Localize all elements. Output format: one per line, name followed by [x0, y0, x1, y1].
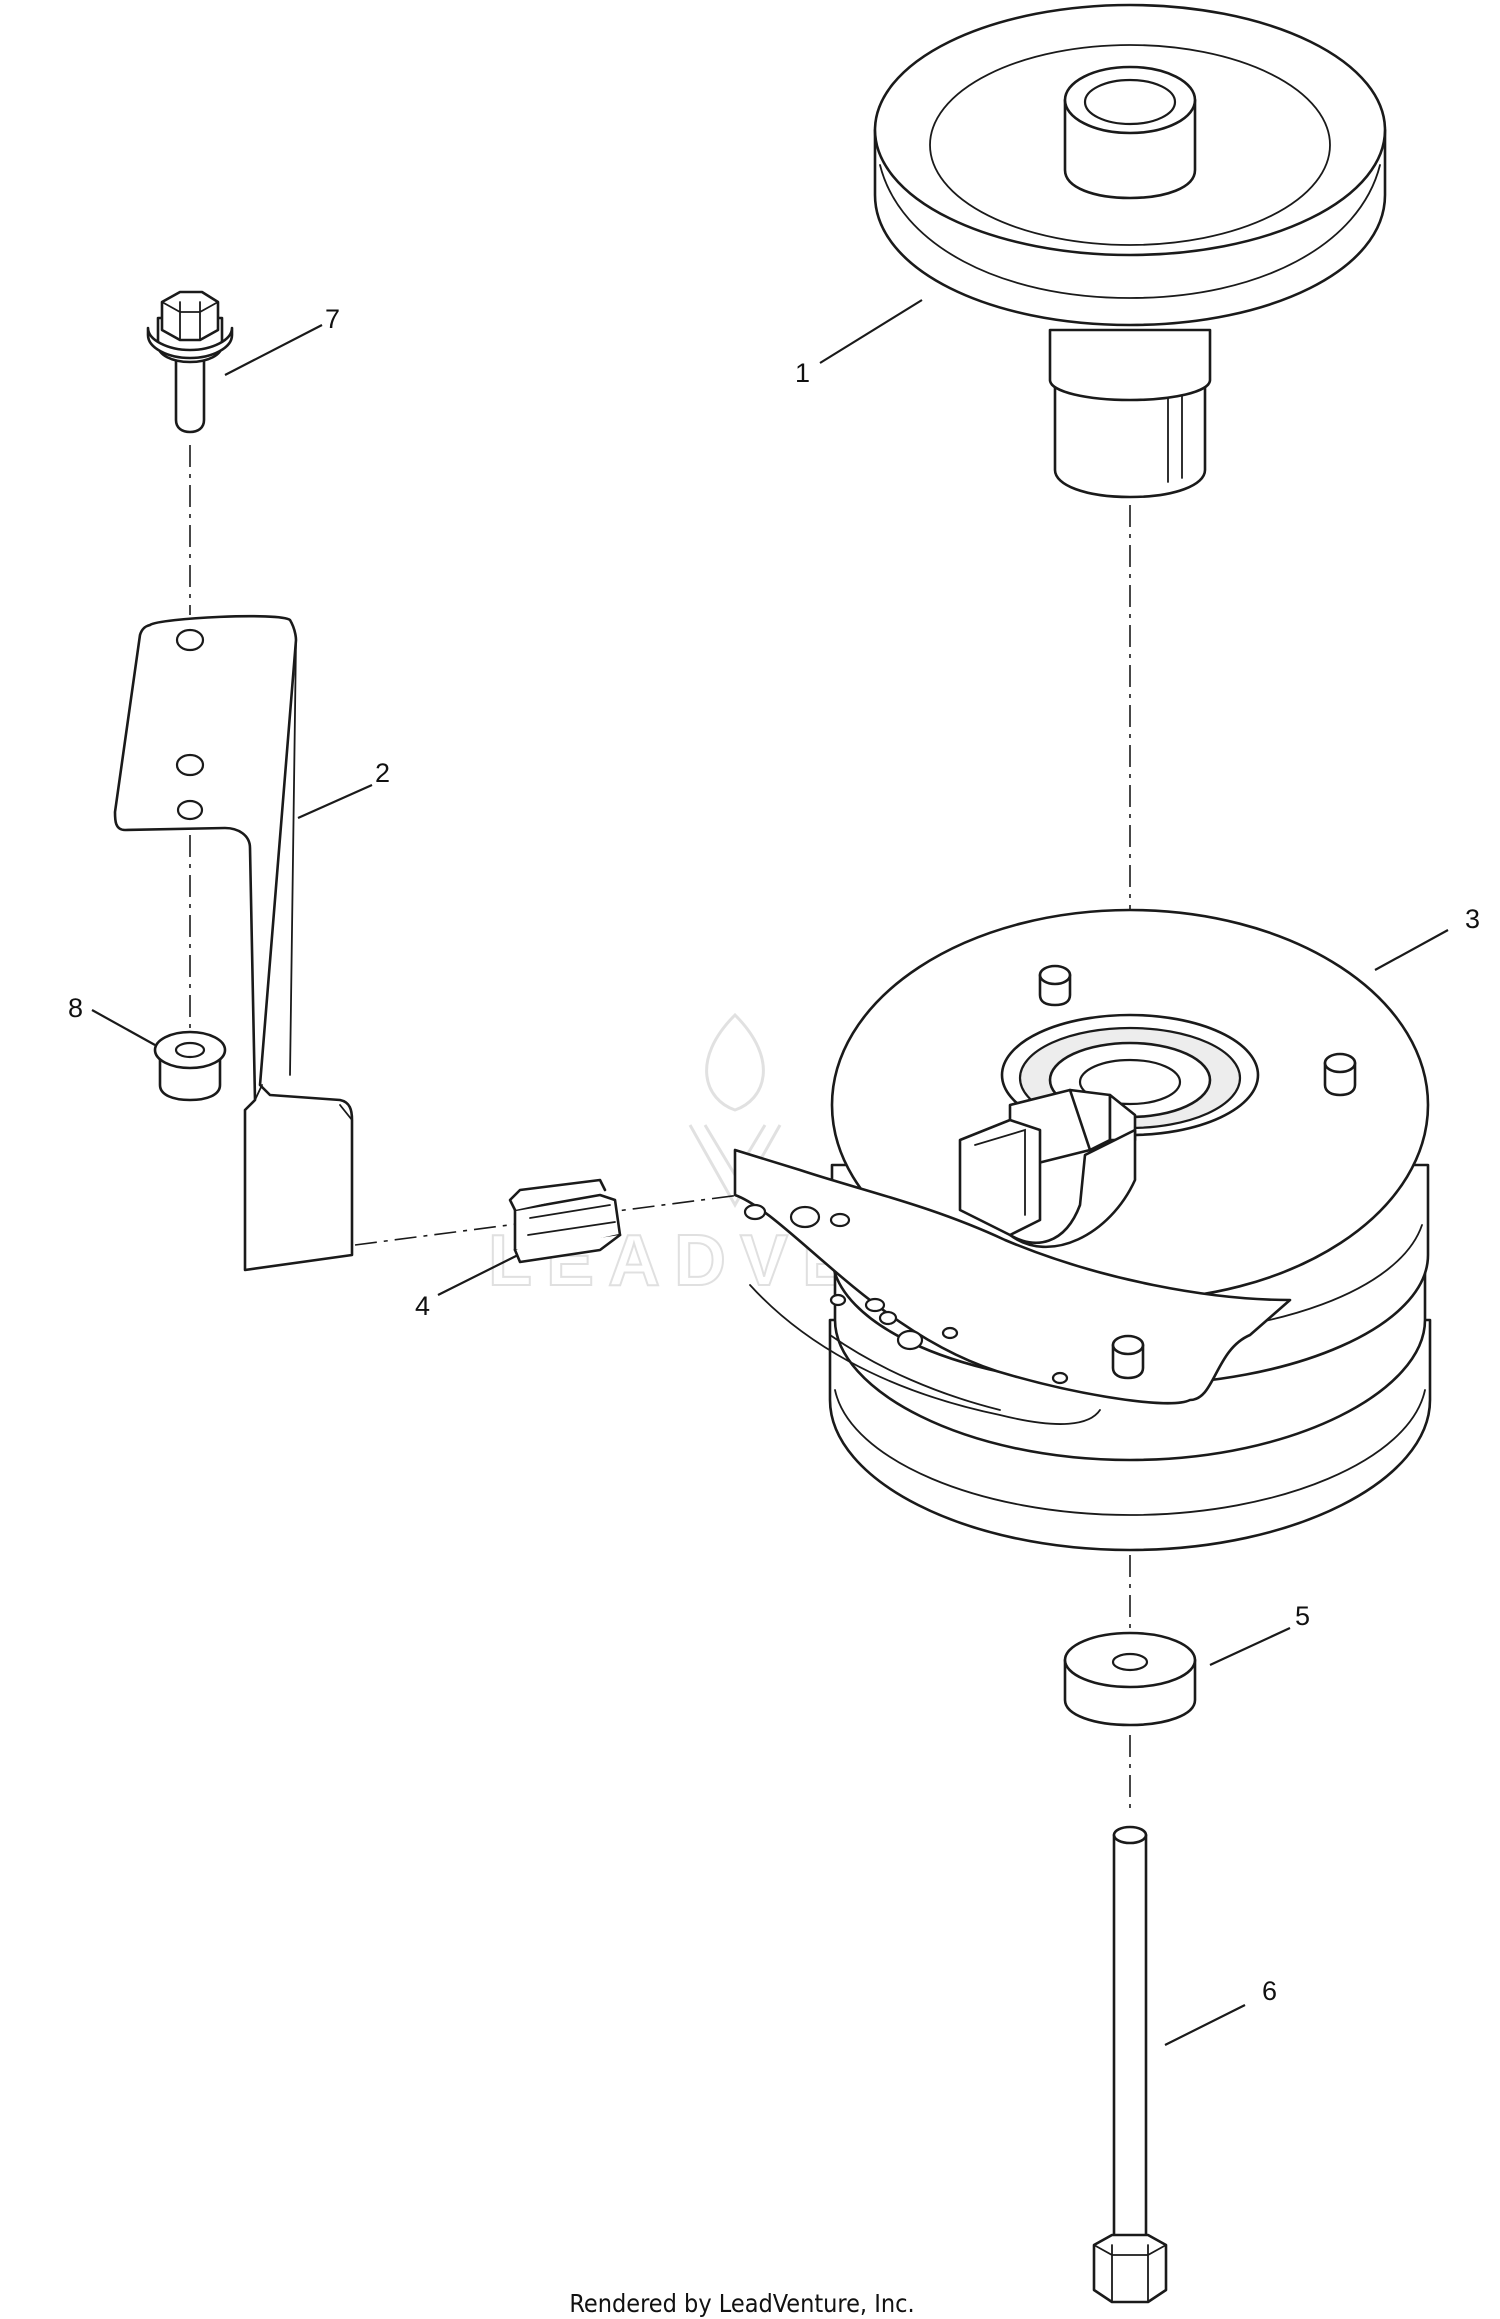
callout-6: 6: [1262, 1976, 1277, 2006]
callout-4: 4: [415, 1291, 430, 1321]
callout-5: 5: [1295, 1601, 1310, 1631]
part-7-flange-bolt: [146, 290, 234, 434]
part-5-washer: [1063, 1631, 1197, 1727]
callout-1: 1: [795, 358, 810, 388]
leader-2: [297, 783, 373, 820]
leader-lines: [91, 299, 1449, 2046]
leader-3: [1374, 929, 1449, 971]
leader-7: [224, 324, 323, 376]
part-2-bracket: [113, 614, 354, 1272]
callout-3: 3: [1465, 904, 1480, 934]
leader-5: [1209, 1627, 1291, 1666]
leader-1: [819, 299, 923, 364]
callout-7: 7: [325, 304, 340, 334]
part-3-electric-clutch: [733, 908, 1432, 1552]
footer-credit: Rendered by LeadVenture, Inc.: [569, 2289, 914, 2318]
callout-2: 2: [375, 758, 390, 788]
leader-4: [437, 1254, 519, 1296]
leader-8: [91, 1009, 156, 1046]
part-6-hex-bolt: [1092, 1825, 1168, 2304]
callouts: 1 2 3 4 5 6 7 8: [68, 304, 1480, 2006]
center-line-connector: [354, 1194, 741, 1246]
part-1-pulley: [873, 3, 1387, 499]
callout-8: 8: [68, 993, 83, 1023]
leader-6: [1164, 2004, 1246, 2046]
part-8-flange-nut: [153, 1030, 227, 1102]
